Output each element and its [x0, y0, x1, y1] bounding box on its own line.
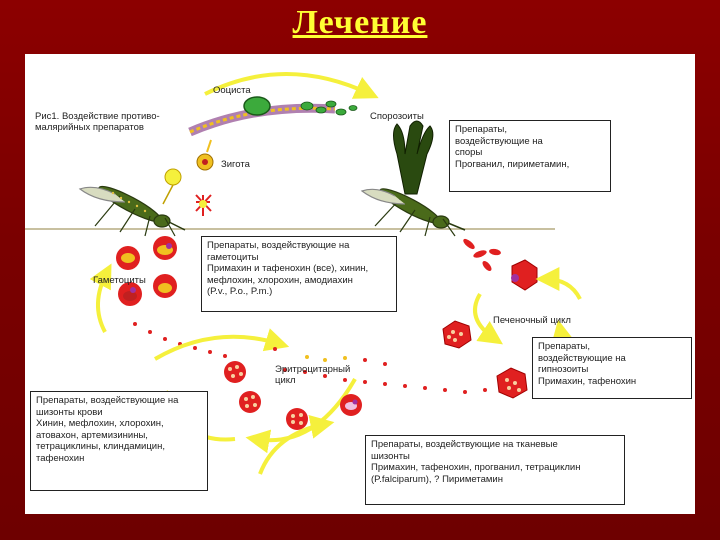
- label-oocyst: Ооциста: [213, 85, 251, 96]
- arrow-oocyst-to-sporozoites: [204, 72, 379, 99]
- mature-liver-schizont: [496, 367, 528, 399]
- slide-title: Лечение: [292, 4, 428, 41]
- box-tissue-schizont-header: Препараты, воздействующие на тканевые ши…: [371, 439, 558, 462]
- gamete-shape: [164, 168, 182, 186]
- box-blood-schizont-drugs-list: Хинин, мефлохин, хлорохин, атовахон, арт…: [36, 418, 166, 464]
- diagram-panel: Рис1. Воздействие противо- малярийных пр…: [25, 54, 695, 514]
- arrow-erythro-top: [153, 328, 290, 361]
- sporozoites-in-blood: [463, 238, 501, 271]
- life-cycle-diagram: [25, 72, 582, 475]
- box-gametocyte-header: Препараты, воздействующие на гаметоциты: [207, 240, 350, 263]
- arrow-liver-descend: [473, 292, 503, 345]
- label-gametocytes: Гаметоциты: [93, 275, 146, 286]
- box-spores-drugs-list: Прогванил, пириметамин,: [455, 158, 570, 170]
- arrow-blood-down: [258, 415, 335, 475]
- merozoite-trail: [283, 368, 487, 394]
- microgamete-shape: [195, 194, 212, 216]
- red-cell-row: [239, 391, 362, 430]
- box-gametocyte-drugs-list: Примахин и тафенохин (все), хинин, мефло…: [207, 263, 369, 297]
- sporozoites-release: [300, 100, 358, 116]
- box-hypnozoite-drugs-list: Примахин, тафенохин: [538, 375, 637, 387]
- salivary-gland-shape: [393, 120, 434, 195]
- label-erythrocytic-cycle: Эритроцитарный цикл: [275, 364, 351, 386]
- box-spores-drugs: Препараты, воздействующие на споры Прогв…: [449, 120, 611, 192]
- figure-caption: Рис1. Воздействие противо- малярийных пр…: [35, 111, 160, 133]
- mosquito-right: [360, 188, 466, 237]
- label-sporozoites: Спорозоиты: [370, 111, 424, 122]
- ring-form-trail: [133, 322, 227, 358]
- mosquito-left: [78, 185, 186, 237]
- liver-schizont: [442, 320, 472, 349]
- oocyst-shape: [243, 96, 271, 116]
- box-hypnozoite-drugs: Препараты, воздействующие на гипнозоиты …: [532, 337, 692, 399]
- box-tissue-schizont-drugs-list: Примахин, тафенохин, прогванил, тетрацик…: [371, 462, 581, 485]
- schizont-cell-top: [224, 361, 246, 383]
- box-gametocyte-drugs: Препараты, воздействующие на гаметоциты …: [201, 236, 397, 312]
- arrow-liver-up: [535, 267, 582, 300]
- box-spores-header: Препараты, воздействующие на споры: [455, 124, 543, 158]
- gametocyte-cells: [116, 236, 177, 306]
- arrow-gametocytes-up: [89, 263, 112, 333]
- label-liver-cycle: Печеночный цикл: [493, 315, 571, 326]
- box-blood-schizont-header: Препараты, воздействующие на шизонты кро…: [36, 395, 179, 418]
- box-blood-schizont-drugs: Препараты, воздействующие на шизонты кро…: [30, 391, 208, 491]
- label-zygote: Зигота: [221, 159, 250, 170]
- ring-cells: [273, 347, 387, 366]
- box-hypnozoite-header: Препараты, воздействующие на гипнозоиты: [538, 341, 626, 375]
- box-tissue-schizont-drugs: Препараты, воздействующие на тканевые ши…: [365, 435, 625, 505]
